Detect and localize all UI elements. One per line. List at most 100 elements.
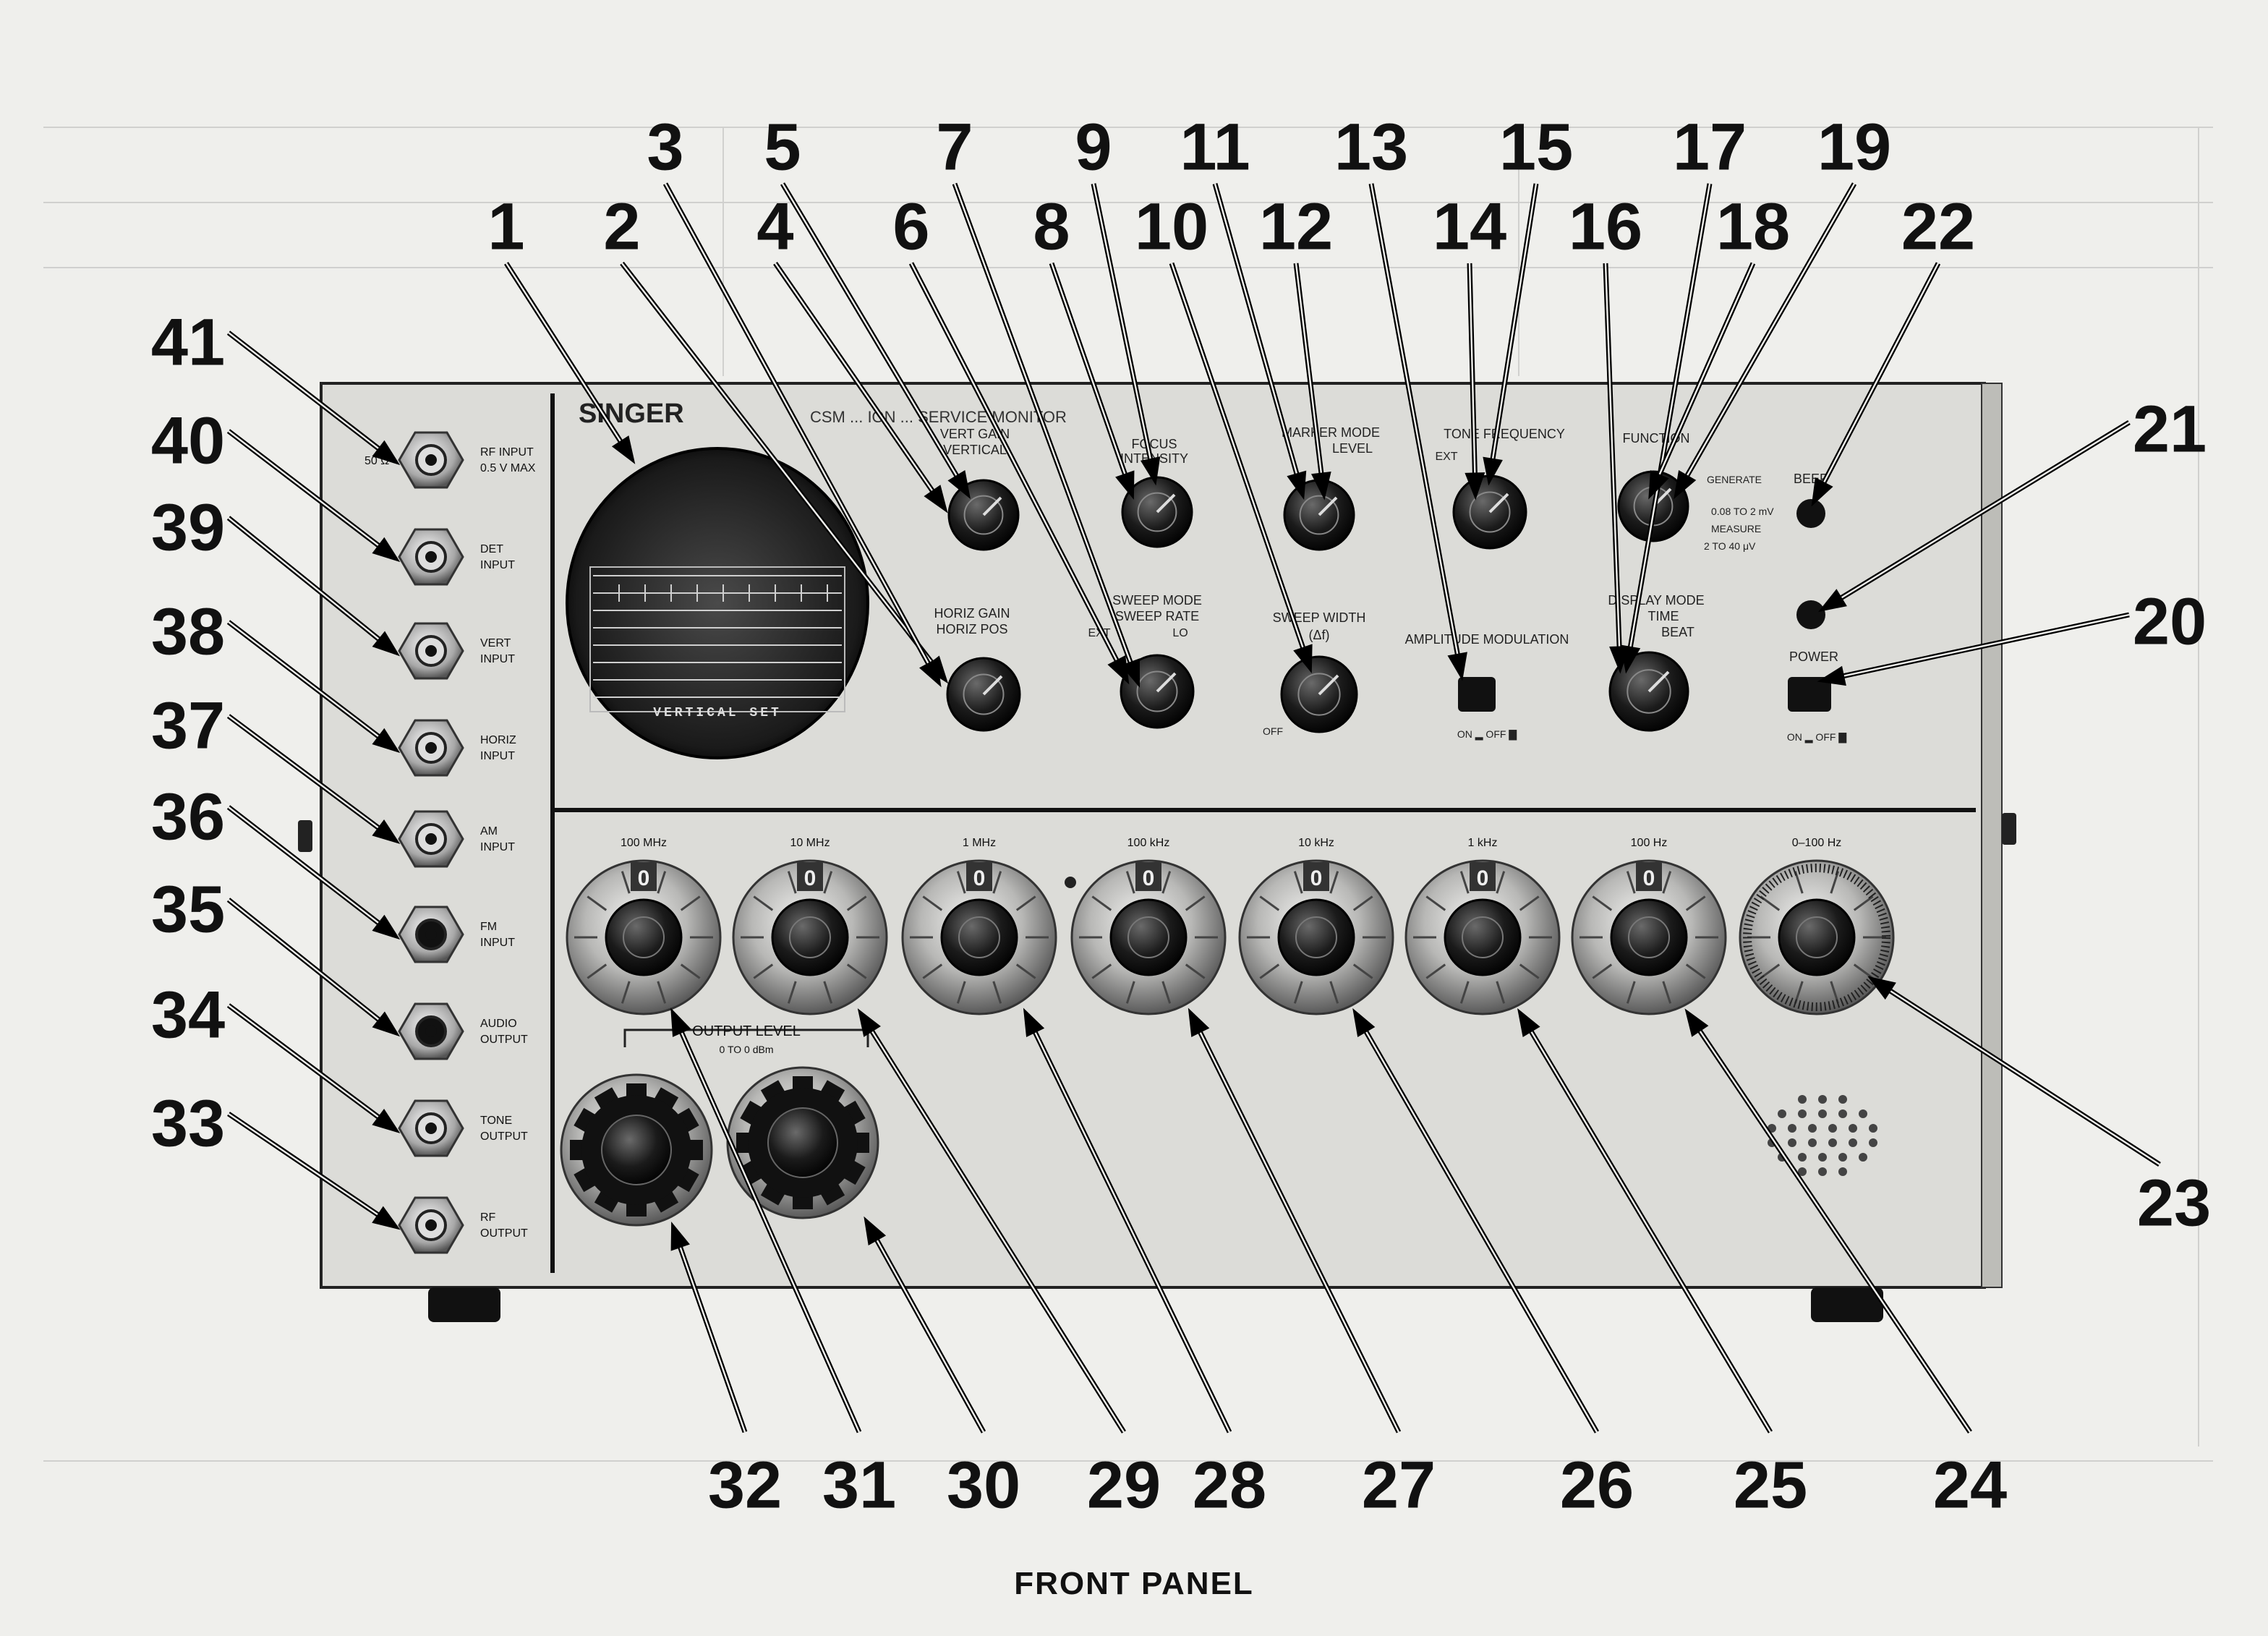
dial-range-label: 10 kHz: [1298, 837, 1334, 849]
label-horiz-pos: HORIZ POS: [936, 622, 1007, 636]
leader-line-highlight-37: [228, 715, 394, 840]
callout-19: 19: [1817, 110, 1891, 184]
output-level-fine-knob[interactable]: [726, 1066, 879, 1219]
leader-arrowhead-27: [1188, 1007, 1210, 1037]
label-ext: EXT: [1435, 451, 1457, 463]
callout-30: 30: [947, 1448, 1020, 1522]
connector-sublabel: 0.5 V MAX: [480, 462, 536, 474]
leader-line-highlight-22: [1814, 263, 1940, 500]
leader-line-highlight-12: [1295, 263, 1325, 493]
leader-arrowhead-14: [1465, 472, 1485, 500]
label-focus: FOCUS: [1132, 437, 1177, 451]
leader-line-highlight-2: [621, 263, 944, 678]
left-foot: [428, 1287, 500, 1322]
dial-range-label: 10 MHz: [790, 837, 830, 849]
callout-16: 16: [1569, 189, 1642, 263]
callout-41: 41: [151, 305, 225, 379]
leader-line-highlight-28: [1026, 1015, 1231, 1433]
leader-arrowhead-11: [1287, 470, 1307, 500]
leader-line-highlight-23: [1874, 979, 2160, 1166]
callout-35: 35: [151, 872, 225, 946]
label-range-2: 2 TO 40 μV: [1704, 540, 1756, 552]
vert-gain-knob[interactable]: [947, 479, 1020, 551]
label-vert-gain: VERT GAIN: [940, 427, 1010, 441]
frequency-dial-0-100-hz[interactable]: 0–100 Hz: [1739, 837, 1895, 1015]
power-toggle-switch[interactable]: [1788, 677, 1831, 712]
speaker-grille: [1768, 1095, 1877, 1176]
label-marker-level: LEVEL: [1332, 441, 1373, 456]
connector-label: DET: [480, 543, 503, 555]
leader-arrowhead-10: [1293, 644, 1313, 674]
leader-line-highlight-35: [228, 899, 394, 1032]
label-display-mode: DISPLAY MODE: [1608, 593, 1704, 608]
leader-line-highlight-3: [664, 183, 939, 681]
dial-digit: 0: [638, 866, 650, 890]
label-power: POWER: [1789, 649, 1838, 664]
display-mode-knob[interactable]: [1608, 651, 1689, 732]
connector-label: TONE: [480, 1115, 512, 1127]
tone-frequency-knob[interactable]: [1452, 474, 1527, 550]
leader-line-highlight-40: [228, 430, 394, 558]
output-level-coarse-knob[interactable]: [560, 1073, 713, 1227]
label-lo: LO: [1172, 627, 1188, 639]
horiz-gain-knob[interactable]: [946, 657, 1021, 732]
dial-digit: 0: [1143, 866, 1155, 890]
crt-display: VERTICAL SET: [566, 447, 869, 759]
leader-arrowhead-28: [1023, 1007, 1045, 1037]
leader-line-highlight-36: [228, 806, 394, 935]
label-measure: MEASURE: [1711, 523, 1761, 534]
leader-line-highlight-1: [505, 263, 632, 458]
dial-digit: 0: [1643, 866, 1655, 890]
model-title: CSM ... ION ... SERVICE MONITOR: [810, 408, 1067, 426]
label-sweep-rate: SWEEP RATE: [1115, 609, 1199, 623]
callout-31: 31: [822, 1448, 896, 1522]
leader-line-highlight-38: [228, 621, 394, 749]
connector-label: FM: [480, 921, 497, 933]
sweep-width-knob[interactable]: [1280, 655, 1358, 733]
leader-line-highlight-39: [228, 517, 394, 652]
leader-line-highlight-32: [673, 1229, 746, 1433]
callout-34: 34: [151, 978, 225, 1052]
callout-14: 14: [1433, 189, 1506, 263]
callout-38: 38: [151, 595, 225, 668]
connector-sublabel: OUTPUT: [480, 1227, 528, 1240]
graticule-label: VERTICAL SET: [653, 706, 782, 720]
am-toggle-switch[interactable]: [1458, 677, 1496, 712]
callout-3: 3: [647, 110, 683, 184]
callout-2: 2: [603, 189, 640, 263]
leader-line-highlight-41: [228, 332, 394, 461]
label-tone-frequency: TONE FREQUENCY: [1444, 427, 1565, 441]
leader-line-highlight-6: [910, 263, 1127, 678]
leader-line-highlight-29: [861, 1015, 1125, 1433]
frequency-dial-100-hz[interactable]: 100 Hz0: [1571, 837, 1727, 1015]
marker-level-knob[interactable]: [1283, 479, 1355, 551]
leader-line-highlight-20: [1825, 613, 2130, 681]
leader-line-highlight-25: [1520, 1015, 1772, 1433]
callout-40: 40: [151, 404, 225, 477]
label-sweep-width: SWEEP WIDTH: [1273, 610, 1366, 625]
callout-20: 20: [2133, 584, 2207, 658]
panel-screw: [1065, 877, 1076, 888]
output-level-sublabel: 0 TO 0 dBm: [720, 1044, 774, 1055]
callout-32: 32: [708, 1448, 782, 1522]
leader-line-highlight-8: [1050, 263, 1133, 493]
leader-line-highlight-34: [228, 1005, 394, 1129]
leader-arrowhead-29: [857, 1008, 881, 1037]
